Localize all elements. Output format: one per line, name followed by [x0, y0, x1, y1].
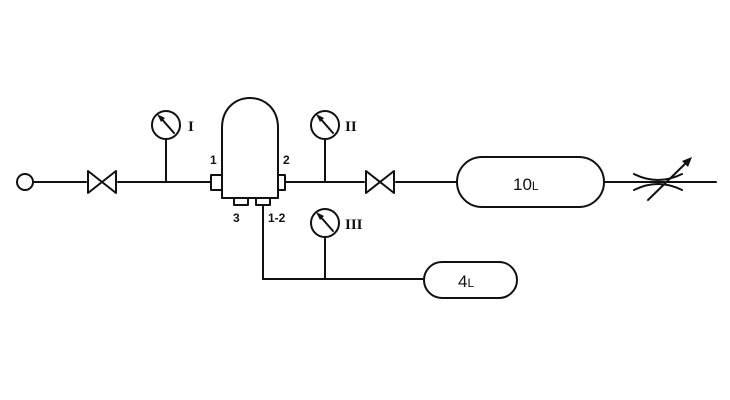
tank-4l-unit: L: [467, 276, 474, 290]
tank-4l-value: 4: [458, 272, 467, 291]
pressure-gauge-icon: [151, 110, 181, 183]
gauge-label-ii: II: [345, 119, 357, 135]
pressure-gauge-icon: [310, 110, 340, 183]
port-label-3: 3: [233, 211, 240, 225]
tank-10l-value: 10: [513, 175, 532, 194]
port-label-2: 2: [283, 153, 290, 167]
tank-4l: 4L: [423, 261, 518, 299]
port-label-1: 1: [210, 153, 217, 167]
regulator-body-icon: [210, 97, 286, 206]
gauge-label-i: I: [188, 119, 194, 135]
branch-line: [262, 204, 425, 280]
tank-10l: 10L: [456, 156, 605, 208]
inlet-circle-icon: [16, 173, 34, 191]
shutoff-valve-icon: [365, 170, 395, 194]
shutoff-valve-icon: [87, 170, 117, 194]
svg-text:4L: 4L: [458, 272, 474, 291]
gauge-label-iii: III: [345, 217, 363, 233]
port-label-1-2: 1-2: [268, 211, 286, 225]
adjustable-throttle-icon: [633, 157, 692, 201]
tank-10l-unit: L: [532, 179, 539, 193]
pressure-gauge-icon: [310, 208, 340, 280]
svg-text:10L: 10L: [513, 175, 539, 194]
